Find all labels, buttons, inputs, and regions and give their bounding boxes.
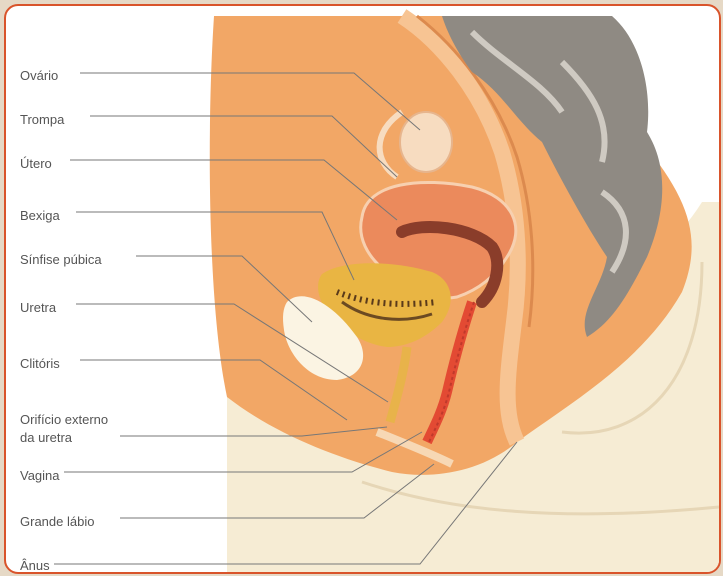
label-utero: Útero [20,156,52,172]
label-clitoris: Clitóris [20,356,60,372]
label-sinfise-pubica: Sínfise púbica [20,252,102,268]
label-orificio-externo: Orifício externo [20,412,108,428]
label-trompa: Trompa [20,112,64,128]
label-vagina: Vagina [20,468,60,484]
label-da-uretra: da uretra [20,430,72,446]
label-bexiga: Bexiga [20,208,60,224]
label-ovario: Ovário [20,68,58,84]
label-grande-labio: Grande lábio [20,514,94,530]
label-anus: Ânus [20,558,50,574]
ovary [400,112,452,172]
label-uretra: Uretra [20,300,56,316]
anatomy-illustration [6,6,719,572]
diagram-frame: Ovário Trompa Útero Bexiga Sínfise púbic… [4,4,721,574]
